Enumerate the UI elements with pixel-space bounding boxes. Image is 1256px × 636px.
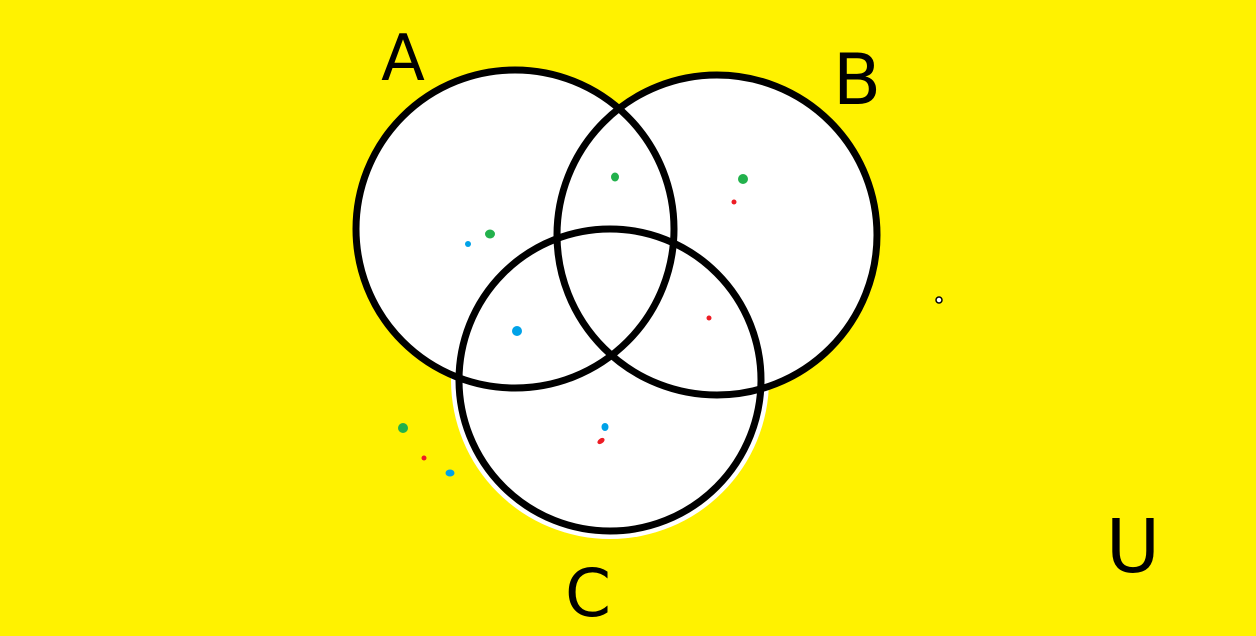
dot-green bbox=[398, 423, 408, 433]
set-fills bbox=[356, 70, 877, 539]
set-c-circle bbox=[455, 225, 765, 535]
dot-blue bbox=[601, 423, 609, 431]
set-a-circle bbox=[352, 66, 678, 392]
dot-red bbox=[706, 315, 712, 321]
dot-red bbox=[731, 199, 737, 205]
speck bbox=[935, 296, 943, 304]
dot-green bbox=[485, 229, 495, 239]
set-b-label: B bbox=[833, 39, 881, 121]
dot-blue bbox=[512, 326, 522, 336]
dot-green bbox=[611, 172, 619, 182]
dot-red bbox=[597, 437, 605, 445]
set-outlines bbox=[352, 66, 881, 535]
dot-blue bbox=[445, 469, 455, 477]
set-a-label: A bbox=[381, 22, 425, 96]
set-c-fill bbox=[451, 221, 769, 539]
universe-label: U bbox=[1106, 504, 1160, 590]
set-c-label: C bbox=[565, 555, 611, 632]
dot-blue bbox=[465, 241, 471, 247]
element-dots bbox=[398, 172, 748, 477]
dot-red bbox=[421, 455, 427, 461]
dot-green bbox=[738, 174, 748, 184]
